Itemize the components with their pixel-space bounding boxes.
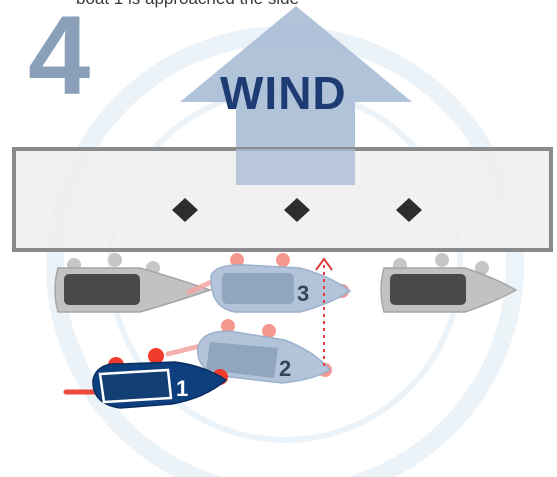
moored-boat-left [55,253,210,312]
moored-boat-right [381,253,516,312]
step-number: 4 [28,0,90,112]
boat-number-3: 3 [297,281,309,306]
wind-label: WIND [220,66,347,120]
wind-arrow-shaft-overlay [236,149,355,185]
caption-text: boat 1 is approached the side [76,0,299,9]
boat-number-2: 2 [279,356,291,381]
boat-number-1: 1 [176,376,188,401]
